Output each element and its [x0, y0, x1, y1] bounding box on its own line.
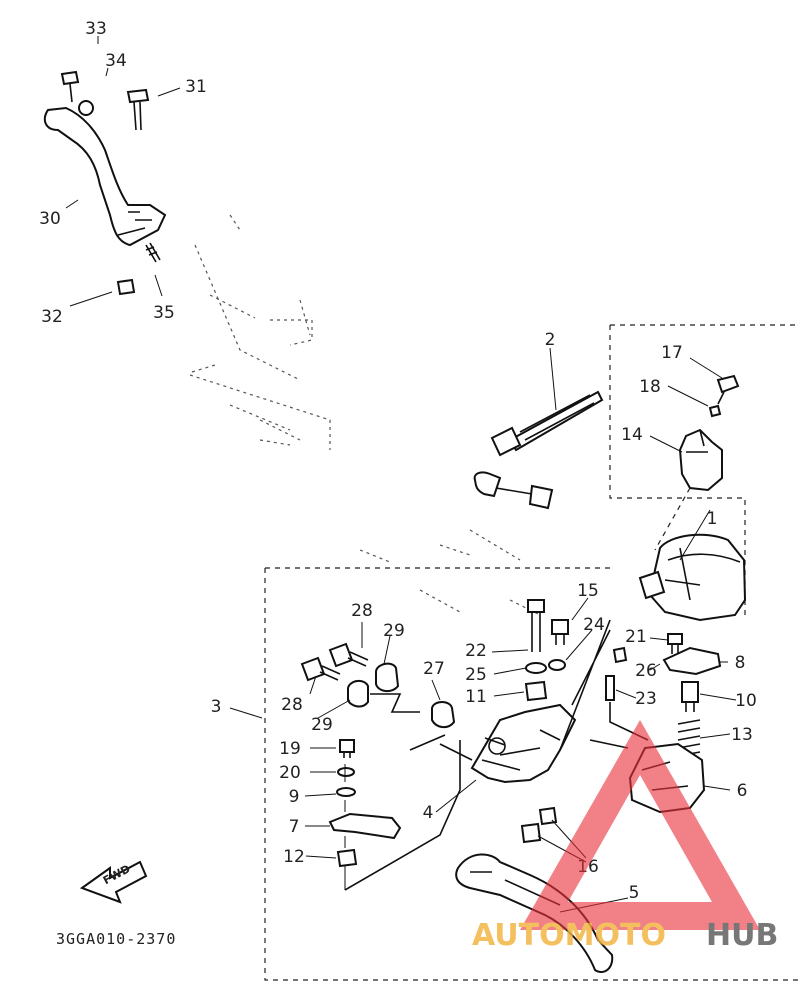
callout-18: 18 — [639, 377, 661, 397]
watermark-logo: AUTOMOTO HUB — [472, 720, 778, 953]
callout-17: 17 — [661, 343, 683, 363]
bracket-part-4 — [470, 703, 577, 784]
plunger-part-10 — [681, 681, 699, 712]
switch-assembly — [473, 374, 747, 622]
cable-part-2 — [490, 390, 604, 457]
callout-15: 15 — [577, 581, 599, 601]
callout-8: 8 — [735, 653, 746, 673]
callout-4: 4 — [423, 803, 434, 823]
triangle-logo-icon — [520, 720, 760, 930]
nut-part-12 — [336, 848, 358, 868]
screw-part-35 — [145, 242, 161, 263]
bolt-part-22 — [527, 599, 545, 652]
cover-part-14 — [678, 428, 723, 492]
callout-7: 7 — [289, 817, 300, 837]
callout-labels: 33 34 31 30 32 35 2 17 18 14 1 15 28 29 … — [39, 19, 757, 903]
housing-part-1 — [638, 533, 747, 622]
clutch-lever-part-30 — [43, 106, 167, 247]
callout-19: 19 — [279, 739, 301, 759]
callout-32: 32 — [41, 307, 63, 327]
bolt-part-31 — [126, 88, 150, 131]
switch-wire — [473, 471, 554, 510]
pin-part-26 — [612, 646, 628, 664]
callout-27: 27 — [423, 659, 445, 679]
watermark-word-a: AUTOMOTO — [472, 918, 666, 953]
assembly-frames — [189, 214, 800, 981]
pin-part-23 — [605, 675, 615, 701]
fwd-arrow-icon: FWD — [79, 860, 148, 904]
callout-10: 10 — [735, 691, 757, 711]
washer-part-24 — [548, 659, 566, 671]
washer-part-9 — [336, 787, 356, 797]
lever-assembly-upper — [43, 70, 167, 296]
callout-1: 1 — [707, 509, 718, 529]
bolt-part-28-b — [300, 656, 341, 682]
nut-part-11 — [524, 680, 548, 702]
cap-part-27 — [431, 701, 456, 728]
callout-30: 30 — [39, 209, 61, 229]
callout-3: 3 — [211, 697, 222, 717]
callout-13: 13 — [731, 725, 753, 745]
screw-part-21 — [667, 633, 683, 654]
callout-21: 21 — [625, 627, 647, 647]
bolt-part-33 — [60, 70, 80, 103]
callout-29-top: 29 — [383, 621, 405, 641]
callout-24: 24 — [583, 615, 605, 635]
callout-9: 9 — [289, 787, 300, 807]
bolt-part-19 — [339, 739, 355, 758]
cap-part-29-b — [347, 680, 369, 708]
callout-26: 26 — [635, 661, 657, 681]
watermark-word-b: HUB — [706, 918, 778, 953]
callout-2: 2 — [545, 330, 556, 350]
callout-29-bottom: 29 — [311, 715, 333, 735]
washer-part-25 — [525, 662, 547, 674]
callout-20: 20 — [279, 763, 301, 783]
screw-part-17 — [716, 374, 740, 405]
leader-lines — [65, 36, 737, 913]
callout-28-top: 28 — [351, 601, 373, 621]
nut-part-32 — [116, 278, 136, 296]
callout-14: 14 — [621, 425, 643, 445]
callout-31: 31 — [185, 77, 207, 97]
callout-5: 5 — [629, 883, 640, 903]
callout-12: 12 — [283, 847, 305, 867]
callout-34: 34 — [105, 51, 127, 71]
callout-23: 23 — [635, 689, 657, 709]
nut-part-16-b — [520, 822, 542, 844]
callout-25: 25 — [465, 665, 487, 685]
cap-part-29-a — [375, 662, 400, 692]
callout-11: 11 — [465, 687, 487, 707]
nut-part-34 — [78, 100, 94, 116]
washer-part-20 — [337, 767, 355, 777]
lever-part-5 — [455, 853, 614, 974]
callout-6: 6 — [737, 781, 748, 801]
callout-22: 22 — [465, 641, 487, 661]
callout-28-bottom: 28 — [281, 695, 303, 715]
callout-33: 33 — [85, 19, 107, 39]
washer-part-18 — [708, 404, 722, 418]
spring-part-13 — [677, 719, 701, 757]
plate-part-8 — [662, 646, 722, 676]
bolt-part-15 — [551, 619, 569, 645]
callout-35: 35 — [153, 303, 175, 323]
diagram-code: 3GGA010-2370 — [56, 930, 176, 948]
plate-part-7 — [328, 812, 402, 840]
bolt-part-28-a — [328, 642, 369, 668]
